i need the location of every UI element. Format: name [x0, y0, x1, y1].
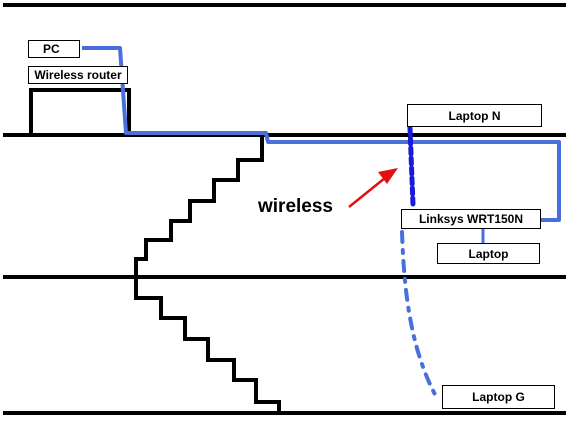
network-cable	[82, 46, 561, 222]
laptop-n-label: Laptop N	[407, 104, 542, 127]
wireless-link-laptop-g	[400, 230, 440, 402]
desk	[29, 88, 131, 135]
laptop-label: Laptop	[437, 243, 540, 264]
lower-staircase	[134, 277, 281, 413]
upper-staircase	[134, 135, 264, 277]
arrow-shaft	[348, 177, 386, 208]
pc-label: PC	[28, 40, 80, 58]
arrow-head	[378, 168, 398, 184]
laptop-g-label: Laptop G	[442, 385, 555, 409]
wireless-router-label: Wireless router	[28, 66, 128, 84]
linksys-label: Linksys WRT150N	[401, 209, 541, 229]
wireless-text: wireless	[258, 196, 333, 217]
wireless-link-laptop-n	[407, 125, 416, 208]
